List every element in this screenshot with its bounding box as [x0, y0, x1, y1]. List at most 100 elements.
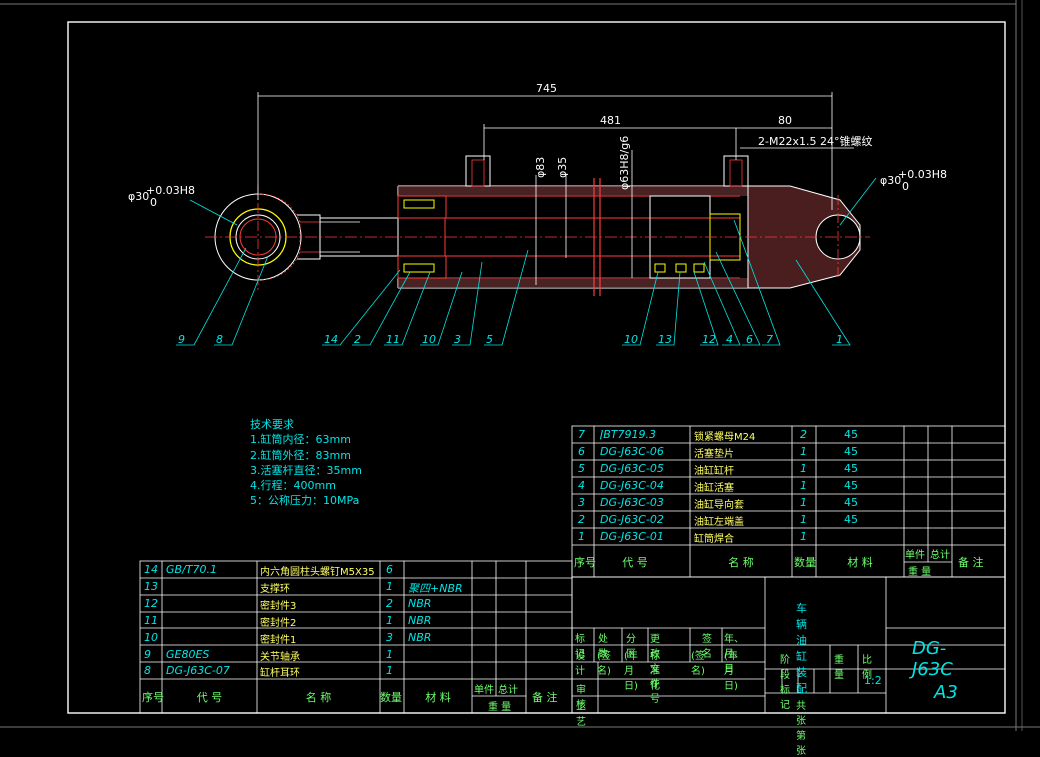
lower-row-name: 密封件2 [260, 617, 297, 629]
upper-row-no: 2 [578, 513, 585, 526]
lower-header-code: 代 号 [196, 691, 223, 704]
cad-drawing: 745 481 80 2-M22x1.5 24°锥螺纹 φ83 φ35 φ63H… [0, 0, 1040, 731]
design-col-1: (签名) [597, 651, 611, 677]
balloon: 3 [454, 333, 461, 346]
upper-row-no: 1 [578, 530, 585, 543]
upper-row-name: 油缸左端盖 [694, 517, 744, 528]
balloon: 7 [766, 333, 773, 346]
balloon: 14 [324, 333, 338, 346]
balloon-labels: 9 8 14 2 11 10 3 5 10 13 12 4 6 7 1 [178, 333, 843, 346]
lower-row-qty: 2 [386, 596, 393, 610]
lower-row-mat: 聚四+NBR [408, 581, 463, 595]
tech-line: 1.缸筒内径：63mm [250, 432, 351, 446]
upper-row-name: 缸筒焊合 [694, 534, 734, 545]
balloon: 13 [658, 333, 672, 346]
upper-row-qty: 1 [800, 513, 807, 526]
lower-row-qty: 1 [386, 664, 393, 678]
upper-row-no: 4 [578, 479, 585, 492]
upper-row-mat: 45 [844, 462, 858, 475]
upper-row-qty: 1 [800, 445, 807, 458]
lower-row-name: 关节轴承 [260, 651, 300, 663]
lower-header-mat: 材 料 [425, 691, 451, 704]
design-col-3: 标准化 [650, 651, 660, 692]
leaders [176, 219, 851, 346]
dim-thread: 2-M22x1.5 24°锥螺纹 [758, 134, 872, 148]
lower-row-name: 密封件3 [260, 600, 297, 612]
lower-header-name: 名 称 [305, 691, 332, 704]
dim-left-hole-tol2: 0 [150, 196, 157, 209]
upper-row-code: DG-J63C-06 [600, 445, 664, 458]
process-label: 工艺 [576, 702, 586, 728]
drawing-name: 车辆油缸装配 [796, 602, 807, 695]
upper-row-code: DG-J63C-01 [600, 530, 664, 543]
upper-row-name: 油缸导向套 [694, 500, 744, 511]
dimensions [257, 92, 854, 285]
upper-row-no: 7 [578, 428, 585, 441]
tech-line: 5：公称压力：10MPa [250, 493, 359, 507]
lower-header-no: 序号 [142, 691, 164, 704]
lower-row-name: 内六角圆柱头螺钉M5X35 [260, 567, 375, 578]
scale-value: 1:2 [864, 674, 882, 687]
balloon: 10 [422, 333, 436, 346]
upper-header-no: 序号 [574, 556, 596, 569]
upper-row-name: 油缸缸杆 [694, 466, 734, 477]
lower-row-code: GB/T70.1 [166, 563, 217, 576]
upper-row-qty: 1 [800, 530, 807, 543]
lower-row-qty: 1 [386, 613, 393, 627]
lower-row-name: 密封件1 [260, 634, 297, 646]
upper-row-name: 活塞垫片 [694, 449, 734, 460]
lower-row-qty: 1 [386, 647, 393, 661]
dim-right-hole-tol: +0.03H8 [898, 168, 947, 181]
upper-row-name: 油缸活塞 [694, 483, 734, 494]
balloon: 12 [702, 333, 716, 346]
lower-row-code: GE80ES [166, 647, 210, 661]
ratio-label: 比例 [862, 655, 872, 681]
upper-row-mat: 45 [844, 513, 858, 526]
lower-row-no: 8 [144, 664, 151, 678]
tech-line: 2.缸筒外径：83mm [250, 448, 351, 462]
lower-row-mat: NBR [408, 596, 432, 610]
upper-row-no: 3 [578, 496, 585, 509]
rev-col-2: 分区 [626, 634, 636, 660]
upper-row-no: 5 [578, 462, 585, 475]
lower-header-weight: 重 量 [488, 702, 512, 713]
upper-header-unit: 单件 [905, 550, 925, 561]
upper-row-name: 锁紧螺母M24 [694, 432, 756, 443]
rev-col-1: 处数 [598, 634, 608, 660]
check-label: 审核 [576, 685, 586, 711]
balloon: 11 [386, 333, 400, 346]
upper-row-qty: 1 [800, 479, 807, 492]
tech-line: 3.活塞杆直径：35mm [250, 463, 362, 477]
upper-header-weight: 重 量 [908, 567, 932, 578]
upper-row-code: DG-J63C-04 [600, 479, 664, 492]
upper-header-name: 名 称 [728, 556, 754, 569]
balloon: 10 [624, 333, 638, 346]
upper-row-code: DG-J63C-05 [600, 462, 664, 475]
upper-header: 序号 代 号 名 称 数量 材 料 单件 总计 重 量 备 注 [572, 545, 1005, 578]
upper-header-mat: 材 料 [847, 556, 873, 569]
lower-row-qty: 6 [386, 563, 393, 576]
lower-row-name: 缸杆耳环 [260, 668, 300, 680]
lower-row-no: 12 [144, 596, 158, 610]
dim-right-offset: 80 [778, 114, 792, 127]
lower-row-name: 支撑环 [260, 583, 290, 595]
upper-header-code: 代 号 [622, 556, 648, 569]
upper-row-code: DG-J63C-02 [600, 513, 664, 526]
lower-row-no: 14 [144, 563, 158, 576]
dim-d35: φ35 [556, 157, 569, 178]
lower-row-no: 11 [144, 613, 158, 627]
lower-header-qty: 数量 [380, 691, 402, 704]
dim-right-hole-tol2: 0 [902, 180, 909, 193]
tech-line: 4.行程：400mm [250, 479, 336, 492]
weight-label: 重量 [834, 655, 844, 681]
dim-right-hole: φ30 [880, 174, 901, 187]
balloon: 1 [836, 333, 843, 346]
rev-col-3: 更改文件号 [650, 634, 660, 705]
lower-row-qty: 1 [386, 579, 393, 593]
dim-inner-length: 481 [600, 114, 621, 127]
tech-requirements: 技术要求 1.缸筒内径：63mm 2.缸筒外径：83mm 3.活塞杆直径：35m… [250, 418, 362, 507]
dim-d63: φ63H8/g6 [618, 136, 631, 190]
lower-row-qty: 3 [386, 630, 393, 644]
upper-row-no: 6 [578, 445, 585, 458]
rev-col-4: 签名 [702, 634, 712, 660]
